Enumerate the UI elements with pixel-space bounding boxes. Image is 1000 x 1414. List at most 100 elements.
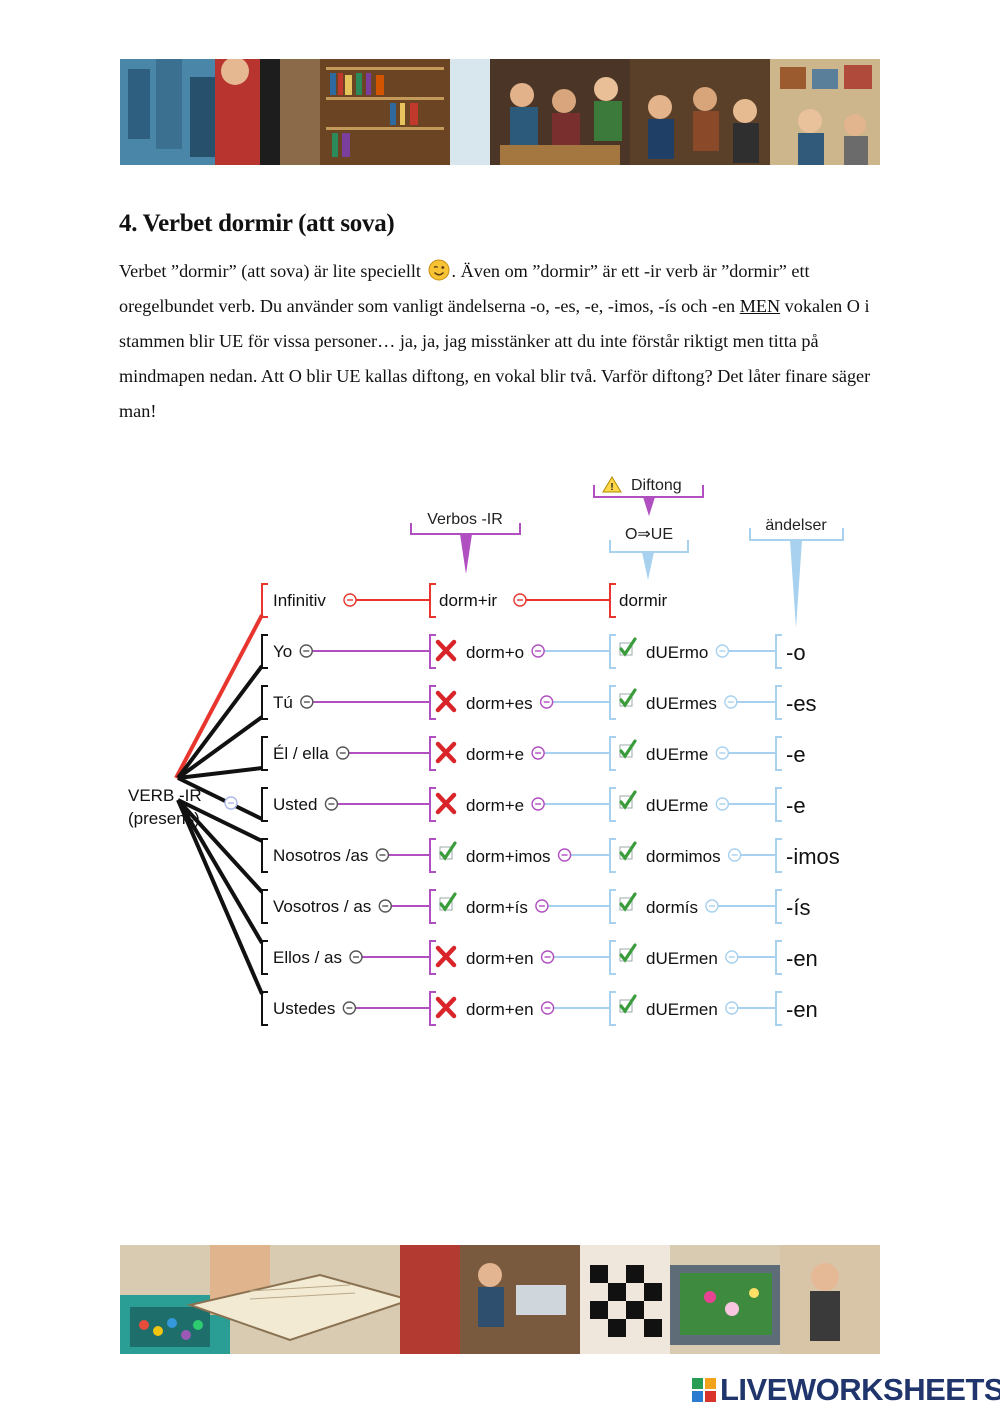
header-verbos-pointer — [460, 534, 472, 574]
root-connector — [176, 798, 264, 945]
header-endings-pointer — [790, 540, 802, 628]
stem-bracket — [429, 634, 436, 669]
stem-check-icon — [439, 892, 457, 912]
stem-cross-icon — [435, 792, 457, 815]
result-bracket — [609, 685, 616, 720]
ending-bracket — [775, 685, 782, 720]
result-check-icon — [619, 739, 637, 759]
person-label: Vosotros / as — [273, 897, 371, 916]
person-bracket — [261, 787, 268, 822]
ending-label: -ís — [786, 895, 810, 920]
header-diftong-label: Diftong — [631, 477, 682, 494]
root-connector-infinitive — [174, 614, 264, 779]
liveworksheets-logo-icon — [692, 1378, 716, 1402]
root-connector — [177, 766, 263, 780]
infinitive-stem-bracket — [429, 583, 436, 618]
infinitive-stem: dorm+ir — [439, 591, 497, 610]
stem-cross-icon — [435, 639, 457, 662]
root-connector — [177, 798, 263, 843]
stem-form: dorm+ís — [466, 898, 528, 917]
ending-bracket — [775, 838, 782, 873]
result-form: dUErme — [646, 796, 708, 815]
person-bracket — [261, 889, 268, 924]
person-label: Usted — [273, 795, 317, 814]
result-check-icon — [619, 790, 637, 810]
person-label: Yo — [273, 642, 292, 661]
result-bracket — [609, 991, 616, 1026]
infinitive-result: dormir — [619, 591, 668, 610]
root-connector — [177, 776, 263, 821]
root-connector — [176, 664, 264, 780]
stem-form: dorm+e — [466, 745, 524, 764]
result-bracket — [609, 838, 616, 873]
intro-paragraph: Verbet ”dormir” (att sova) är lite speci… — [119, 254, 881, 429]
person-label: Ellos / as — [273, 948, 342, 967]
ending-label: -imos — [786, 844, 840, 869]
intro-men-emphasis: MEN — [739, 296, 781, 316]
ending-label: -en — [786, 997, 818, 1022]
ending-bracket — [775, 889, 782, 924]
ending-label: -o — [786, 640, 806, 665]
stem-bracket — [429, 991, 436, 1026]
liveworksheets-logo-text: LIVEWORKSHEETS — [720, 1372, 1000, 1407]
liveworksheets-logo: LIVEWORKSHEETS — [692, 1372, 1000, 1408]
header-verbos-label: Verbos -IR — [427, 511, 503, 528]
header-change-pointer — [642, 552, 654, 580]
person-label: Él / ella — [273, 744, 329, 763]
stem-bracket — [429, 889, 436, 924]
person-label: Nosotros /as — [273, 846, 368, 865]
result-form: dUErme — [646, 745, 708, 764]
result-check-icon — [619, 688, 637, 708]
infinitive-result-bracket — [609, 583, 616, 618]
ending-bracket — [775, 991, 782, 1026]
ending-bracket — [775, 736, 782, 771]
person-bracket — [261, 685, 268, 720]
ending-bracket — [775, 634, 782, 669]
root-label-line1: VERB -IR — [128, 786, 202, 805]
person-bracket — [261, 634, 268, 669]
person-bracket — [261, 991, 268, 1026]
result-check-icon — [619, 892, 637, 912]
intro-text-3: vokalen O i stammen blir UE för vissa pe… — [119, 296, 871, 421]
person-label: Tú — [273, 693, 293, 712]
result-check-icon — [619, 841, 637, 861]
stem-bracket — [429, 940, 436, 975]
result-check-icon — [619, 637, 637, 657]
result-check-icon — [619, 943, 637, 963]
header-diftong-pointer — [643, 497, 655, 516]
person-bracket — [261, 838, 268, 873]
root-connector — [176, 715, 264, 780]
mindmap-connectors — [174, 599, 776, 1009]
stem-form: dorm+es — [466, 694, 533, 713]
result-bracket — [609, 736, 616, 771]
section-heading: 4. Verbet dormir (att sova) — [119, 210, 395, 237]
header-endings-label: ändelser — [765, 517, 827, 534]
stem-form: dorm+e — [466, 796, 524, 815]
result-form: dUErmo — [646, 643, 708, 662]
stem-cross-icon — [435, 690, 457, 713]
infinitive-label: Infinitiv — [273, 591, 326, 610]
result-form: dUErmen — [646, 1000, 718, 1019]
person-label: Ustedes — [273, 999, 335, 1018]
result-form: dUErmes — [646, 694, 717, 713]
ending-label: -en — [786, 946, 818, 971]
result-bracket — [609, 889, 616, 924]
result-check-icon — [619, 994, 637, 1014]
stem-bracket — [429, 787, 436, 822]
warning-icon-mark: ! — [610, 482, 613, 493]
result-bracket — [609, 940, 616, 975]
stem-form: dorm+en — [466, 949, 534, 968]
intro-text-1: Verbet ”dormir” (att sova) är lite speci… — [119, 261, 426, 281]
top-banner-image — [120, 59, 880, 165]
person-bracket — [261, 736, 268, 771]
mindmap-root: VERB -IR (presens) — [128, 786, 238, 828]
stem-form: dorm+imos — [466, 847, 551, 866]
ending-label: -es — [786, 691, 817, 716]
person-bracket — [261, 940, 268, 975]
stem-cross-icon — [435, 996, 457, 1019]
ending-bracket — [775, 787, 782, 822]
stem-bracket — [429, 736, 436, 771]
root-connector — [176, 798, 264, 894]
